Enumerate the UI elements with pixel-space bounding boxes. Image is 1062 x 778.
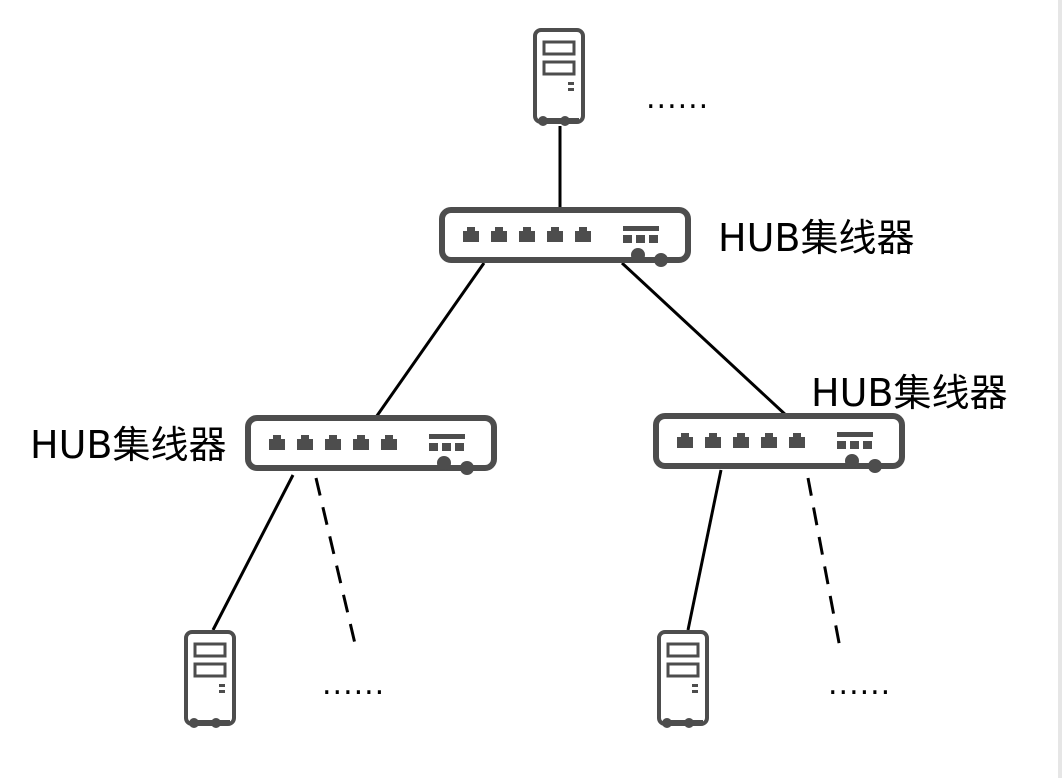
edge-left-hub-to-more-dashed [314,477,358,649]
server-tower-icon [184,630,236,730]
connection-lines [211,126,842,649]
right-hub [656,416,902,473]
root-hub [442,210,688,267]
right-server [657,630,709,730]
left-hub-label: HUB集线器 [30,423,226,467]
network-hub-icon [442,210,688,267]
edge-left-hub-to-left-server [211,474,295,631]
right-server-more-text: ...... [828,667,891,702]
edge-root-hub-to-left-hub [372,262,486,421]
root-hub-label: HUB集线器 [718,216,914,260]
left-server [184,630,236,730]
edge-root-hub-to-right-hub [620,261,790,419]
edge-right-hub-to-right-server [686,469,723,631]
network-hub-icon [656,416,902,473]
top-server [533,28,585,128]
edge-right-hub-to-more-dashed [806,477,842,649]
server-tower-icon [657,630,709,730]
right-hub-label: HUB集线器 [811,371,1007,415]
left-server-more-text: ...... [322,667,385,702]
left-hub [248,418,494,475]
network-hub-icon [248,418,494,475]
right-edge-border [1058,0,1062,778]
server-tower-icon [533,28,585,128]
top-server-more-text: ...... [646,81,709,116]
